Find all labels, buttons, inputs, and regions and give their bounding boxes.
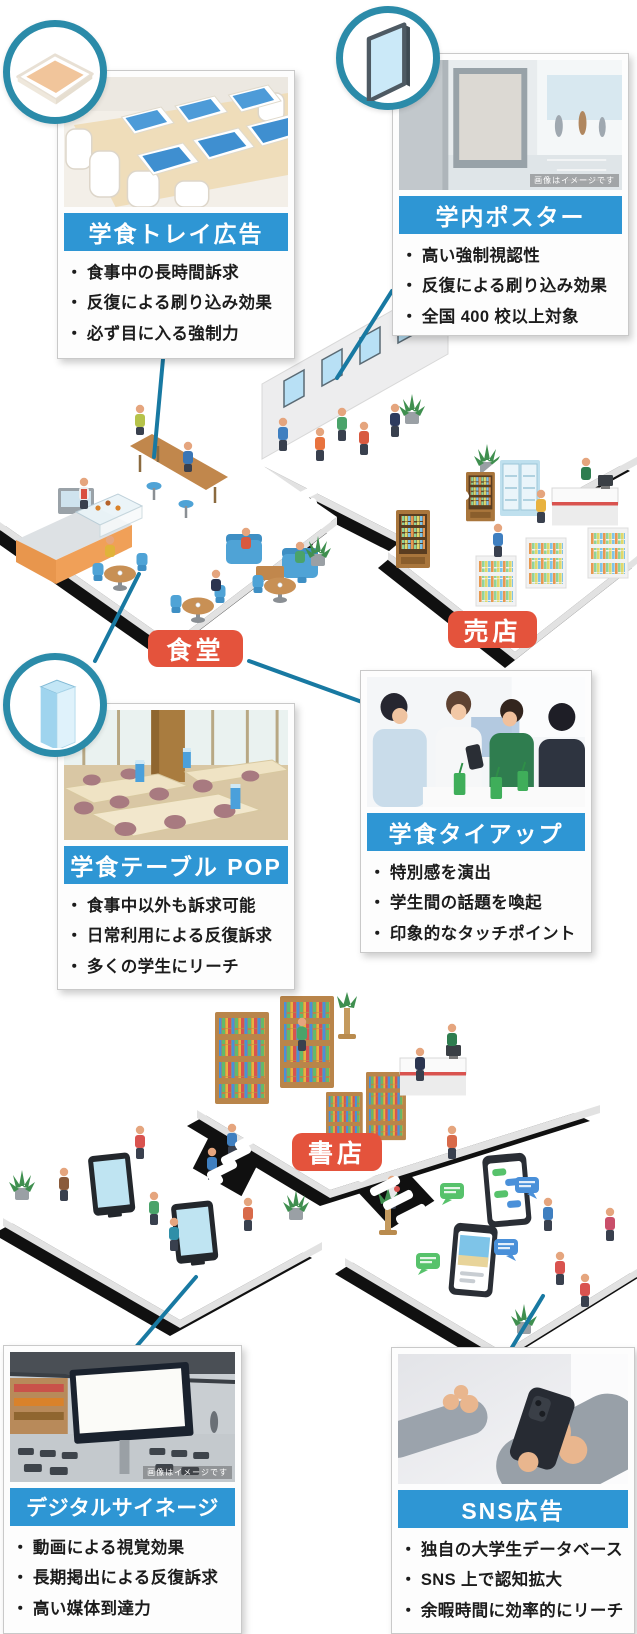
photo-sns-ad <box>398 1354 628 1484</box>
card-title-banner: デジタルサイネージ <box>10 1488 235 1526</box>
connector-lines <box>93 289 545 1351</box>
badge-cafeteria: 食堂 <box>148 630 243 667</box>
bullet-list: ・独自の大学生データベース ・SNS 上で認知拡大 ・余暇時間に効率的にリーチ <box>398 1537 628 1624</box>
badge-shop: 売店 <box>448 611 537 648</box>
card-table-pop: 学食テーブル POP ・食事中以外も訴求可能 ・日常利用による反復訴求 ・多くの… <box>57 703 295 990</box>
bullet-item: ・学生間の話題を喚起 <box>369 894 543 913</box>
bullet-list: ・特別感を演出 ・学生間の話題を喚起 ・印象的なタッチポイント <box>367 860 585 947</box>
bullet-list: ・食事中以外も訴求可能 ・日常利用による反復訴求 ・多くの学生にリーチ <box>64 893 288 980</box>
bullet-item: ・独自の大学生データベース <box>400 1541 623 1559</box>
bullet-item: ・SNS 上で認知拡大 <box>400 1571 563 1590</box>
card-title-banner: 学食トレイ広告 <box>64 213 288 251</box>
bullet-item: ・高い媒体到達力 <box>12 1599 152 1618</box>
card-campus-poster: 画像はイメージです 学内ポスター ・高い強制視認性 ・反復による刷り込み効果 ・… <box>392 53 629 336</box>
poster-icon <box>336 6 440 110</box>
bullet-item: ・全国 400 校以上対象 <box>401 307 579 326</box>
bullet-item: ・反復による刷り込み効果 <box>66 294 273 313</box>
bullet-item: ・反復による刷り込み効果 <box>401 277 608 296</box>
bullet-item: ・必ず目に入る強制力 <box>66 324 240 343</box>
card-sns-ad: SNS広告 ・独自の大学生データベース ・SNS 上で認知拡大 ・余暇時間に効率… <box>391 1347 635 1634</box>
bullet-item: ・余暇時間に効率的にリーチ <box>400 1601 624 1620</box>
bullet-list: ・高い強制視認性 ・反復による刷り込み効果 ・全国 400 校以上対象 <box>399 243 622 330</box>
bullet-item: ・動画による視覚効果 <box>12 1539 185 1557</box>
photo-watermark: 画像はイメージです <box>143 1466 232 1479</box>
photo-watermark: 画像はイメージです <box>530 174 619 187</box>
photo-tray-ad <box>64 77 288 207</box>
photo-campus-poster: 画像はイメージです <box>399 60 622 190</box>
photo-digital-signage: 画像はイメージです <box>10 1352 235 1482</box>
photo-tieup <box>367 677 585 807</box>
card-digital-signage: 画像はイメージです デジタルサイネージ ・動画による視覚効果 ・長期掲出による反… <box>3 1345 242 1634</box>
bullet-item: ・長期掲出による反復訴求 <box>12 1569 219 1588</box>
bullet-list: ・食事中の長時間訴求 ・反復による刷り込み効果 ・必ず目に入る強制力 <box>64 260 288 347</box>
bullet-item: ・高い強制視認性 <box>401 247 541 265</box>
bullet-item: ・食事中以外も訴求可能 <box>66 897 256 915</box>
bullet-list: ・動画による視覚効果 ・長期掲出による反復訴求 ・高い媒体到達力 <box>10 1535 235 1622</box>
card-title-banner: 学食テーブル POP <box>64 846 288 884</box>
card-title-banner: 学食タイアップ <box>367 813 585 851</box>
pop-stand-icon <box>3 653 107 757</box>
bullet-item: ・特別感を演出 <box>369 864 492 882</box>
card-title-banner: SNS広告 <box>398 1490 628 1528</box>
bullet-item: ・多くの学生にリーチ <box>66 957 240 976</box>
card-tieup: 学食タイアップ ・特別感を演出 ・学生間の話題を喚起 ・印象的なタッチポイント <box>360 670 592 953</box>
card-tray-ad: 学食トレイ広告 ・食事中の長時間訴求 ・反復による刷り込み効果 ・必ず目に入る強… <box>57 70 295 359</box>
card-title-banner: 学内ポスター <box>399 196 622 234</box>
bullet-item: ・印象的なタッチポイント <box>369 924 576 943</box>
photo-table-pop <box>64 710 288 840</box>
tray-icon <box>3 20 107 124</box>
bullet-item: ・日常利用による反復訴求 <box>66 927 273 946</box>
badge-bookstore: 書店 <box>292 1133 382 1171</box>
bullet-item: ・食事中の長時間訴求 <box>66 264 240 282</box>
